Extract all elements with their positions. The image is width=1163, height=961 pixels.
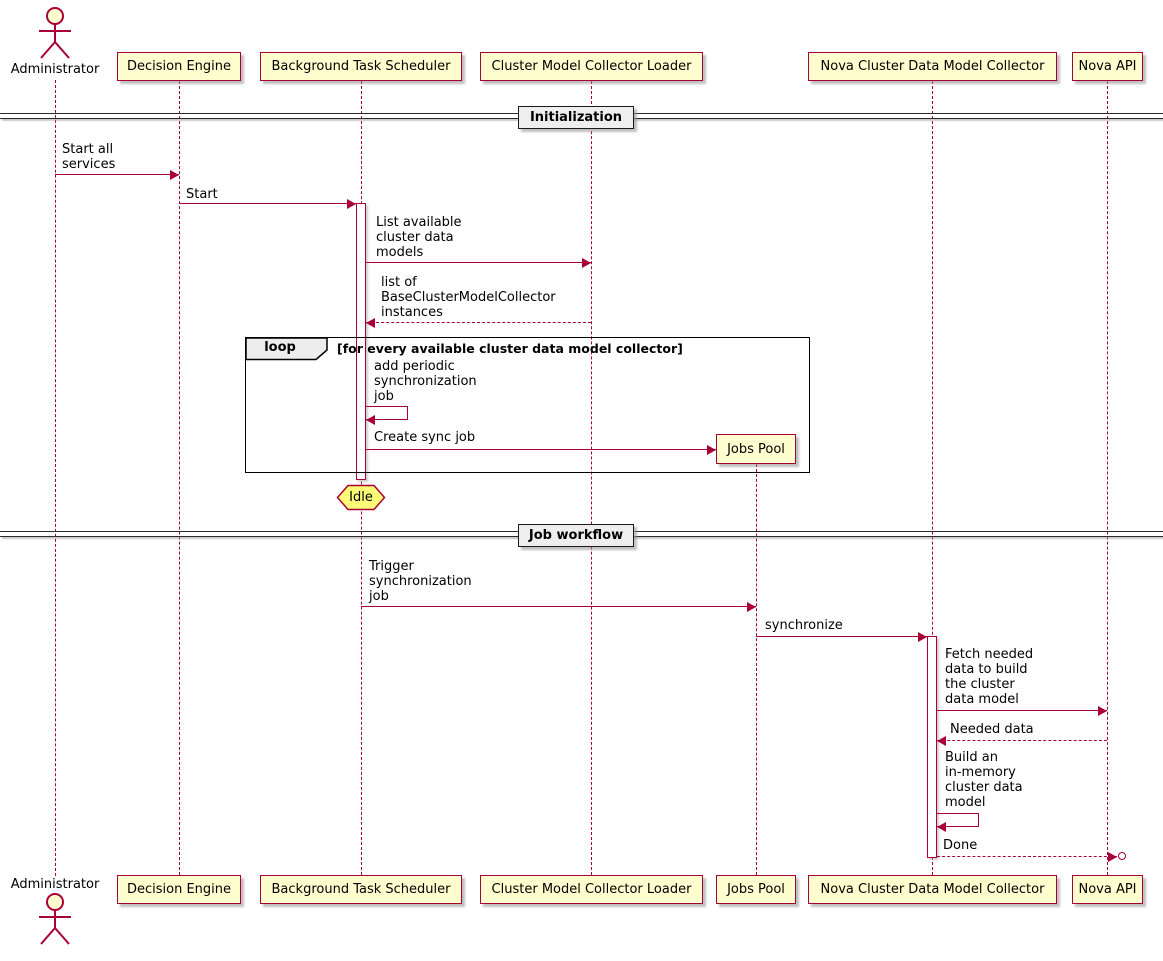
arrow-build-model-return [937,822,979,832]
hexagon-note-idle [336,484,386,515]
divider-job-workflow: Job workflow [518,524,634,547]
lifeline-nova-cluster-data-model-collector [932,81,933,875]
lifeline-jobs-pool [756,464,757,875]
actor-figure-bottom-icon [36,892,74,950]
arrow-start-all-services [55,170,179,180]
lifeline-cluster-model-collector-loader [591,81,592,875]
arrow-list-of-instances [366,318,591,328]
arrow-synchronize [756,632,927,642]
actor-label-top: Administrator [10,62,100,77]
message-build-model: Build an in-memory cluster data model [945,750,1023,810]
arrow-needed-data [937,736,1107,746]
message-add-periodic: add periodic synchronization job [374,359,477,404]
participant-label: Nova API [1078,59,1137,74]
message-needed-data: Needed data [950,722,1034,737]
message-trigger: Trigger synchronization job [369,559,472,604]
participant-label: Decision Engine [126,882,232,897]
arrow-list-available [366,258,591,268]
message-start-all-services: Start all services [62,142,116,172]
participant-label: Jobs Pool [727,882,785,897]
arrow-add-periodic-side [407,406,408,419]
loop-guard-condition: [for every available cluster data model … [337,341,683,356]
arrow-trigger [361,602,756,612]
message-done: Done [943,838,978,853]
hexagon-note-label: Idle [349,490,373,505]
participant-cluster-model-collector-loader-top: Cluster Model Collector Loader [480,52,703,81]
divider-label: Job workflow [528,528,624,543]
participant-background-task-scheduler-bottom: Background Task Scheduler [260,875,462,904]
participant-nova-api-top: Nova API [1072,52,1143,81]
message-create-sync-job: Create sync job [374,430,476,445]
participant-jobs-pool-created: Jobs Pool [716,434,796,464]
participant-label: Jobs Pool [727,441,785,457]
arrow-create-sync-job [366,445,716,455]
lifeline-administrator [55,80,56,876]
arrow-build-model-side [978,813,979,826]
participant-label: Nova Cluster Data Model Collector [820,59,1045,74]
arrow-start [179,199,356,209]
participant-nova-cluster-data-model-collector-bottom: Nova Cluster Data Model Collector [808,875,1057,904]
participant-jobs-pool-bottom: Jobs Pool [716,875,796,904]
activation-bar-scheduler [356,203,366,480]
participant-nova-cluster-data-model-collector-top: Nova Cluster Data Model Collector [808,52,1057,81]
participant-cluster-model-collector-loader-bottom: Cluster Model Collector Loader [480,875,703,904]
lost-message-circle-icon [1118,852,1126,860]
divider-label: Initialization [529,110,623,125]
participant-nova-api-bottom: Nova API [1072,875,1143,904]
loop-frame-label-pentagon [245,337,329,365]
message-list-available: List available cluster data models [376,215,462,260]
participant-label: Background Task Scheduler [271,882,451,897]
arrow-add-periodic-return [366,415,408,425]
participant-label: Decision Engine [126,59,232,74]
arrow-fetch-needed [937,706,1107,716]
participant-label: Nova API [1078,882,1137,897]
participant-label: Cluster Model Collector Loader [491,882,692,897]
message-start: Start [186,187,218,202]
message-synchronize: synchronize [765,618,843,633]
lifeline-decision-engine [179,81,180,875]
arrow-done [937,852,1117,862]
participant-decision-engine-top: Decision Engine [117,52,241,81]
message-fetch-needed: Fetch needed data to build the cluster d… [945,647,1034,707]
actor-label-bottom: Administrator [10,877,100,892]
arrow-add-periodic-top [366,406,408,407]
divider-initialization: Initialization [518,106,634,129]
message-list-of-instances: list of BaseClusterModelCollector instan… [381,275,556,320]
actor-figure-icon [36,6,74,64]
participant-label: Background Task Scheduler [271,59,451,74]
loop-keyword: loop [264,340,296,355]
arrow-build-model-top [937,813,979,814]
participant-background-task-scheduler-top: Background Task Scheduler [260,52,462,81]
activation-bar-collector [927,636,937,858]
participant-decision-engine-bottom: Decision Engine [117,875,241,904]
lifeline-nova-api [1107,81,1108,875]
participant-label: Nova Cluster Data Model Collector [820,882,1045,897]
participant-label: Cluster Model Collector Loader [491,59,692,74]
